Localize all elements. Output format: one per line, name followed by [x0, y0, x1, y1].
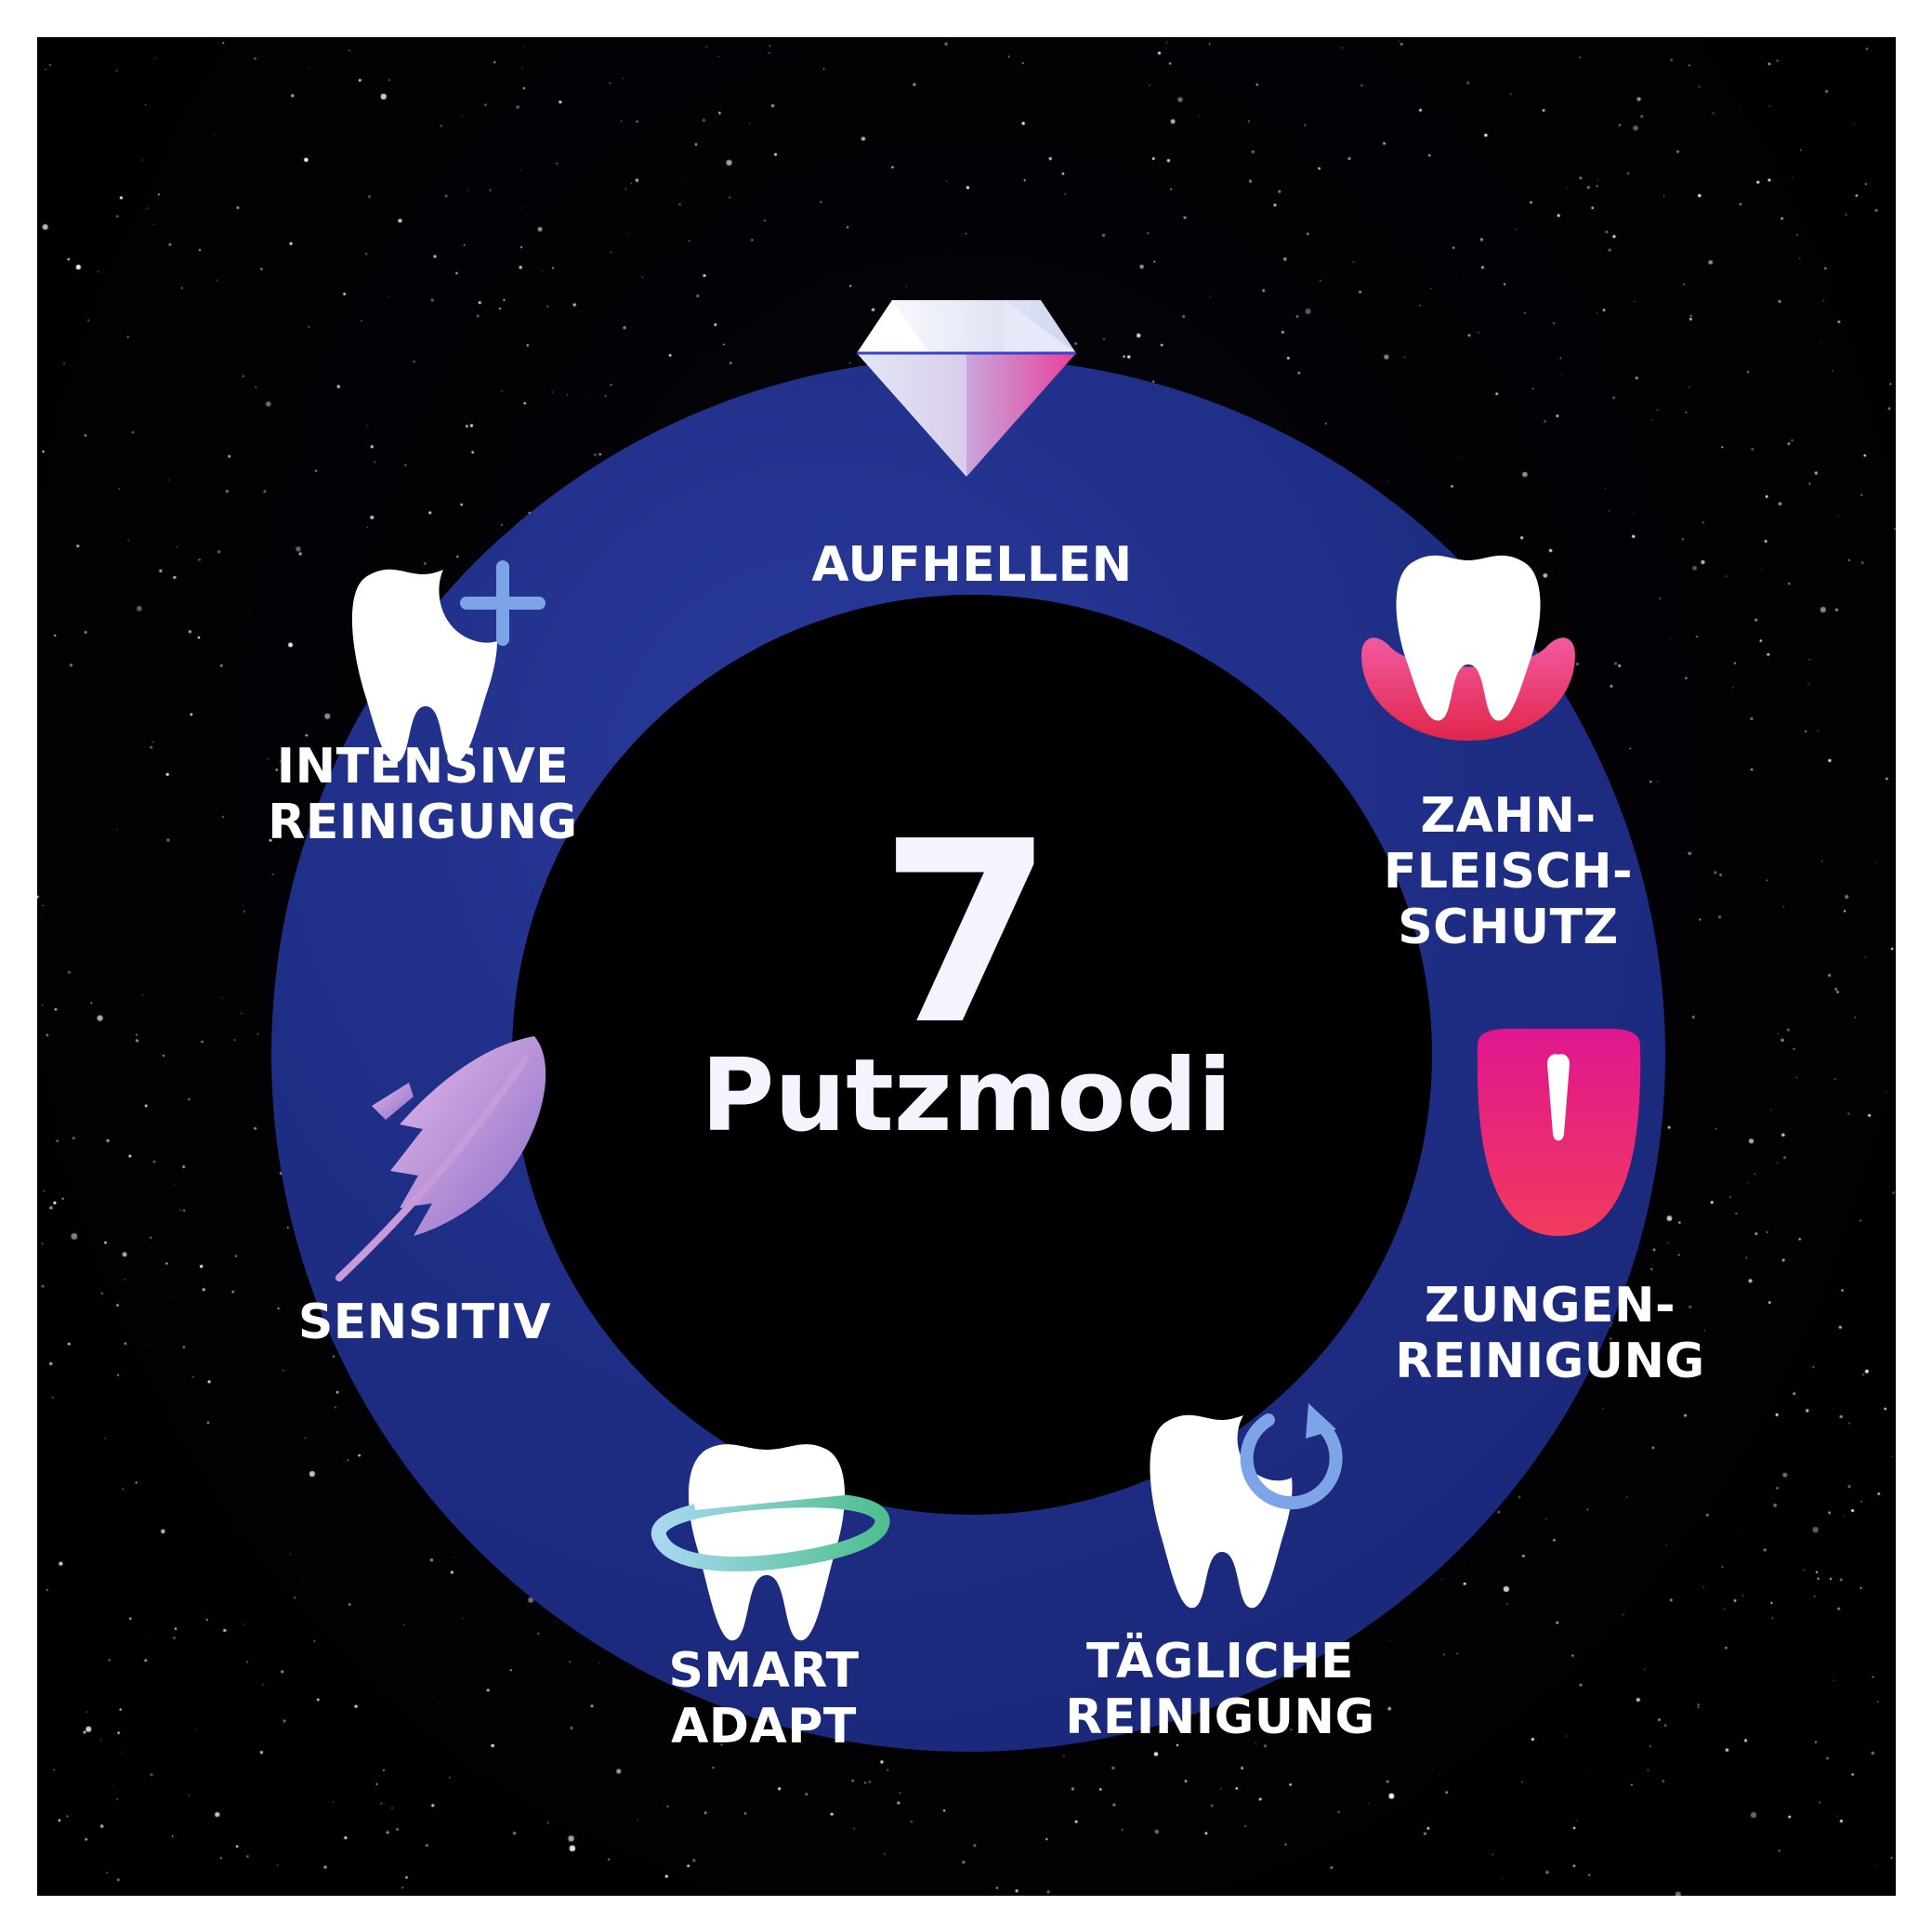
mode-label-line: SCHUTZ	[1398, 900, 1619, 955]
modes-count: 7	[879, 787, 1054, 1080]
tooth-gum-icon	[1361, 555, 1575, 741]
mode-label-line: REINIGUNG	[1395, 1334, 1705, 1389]
mode-label-line: TÄGLICHE	[1085, 1634, 1355, 1689]
mode-label-line: FLEISCH-	[1383, 844, 1634, 900]
mode-label-zahnfleischschutz: ZAHN- FLEISCH- SCHUTZ	[1384, 788, 1633, 955]
tongue-icon	[1477, 1029, 1641, 1236]
mode-label-sensitiv: SENSITIV	[298, 1295, 551, 1350]
feather-icon	[335, 1036, 546, 1281]
mode-label-taegliche-reinigung: TÄGLICHE REINIGUNG	[1065, 1634, 1374, 1745]
mode-label-smart-adapt: SMART ADAPT	[668, 1643, 859, 1755]
mode-label-line: ADAPT	[671, 1699, 857, 1755]
mode-label-line: INTENSIVE	[276, 739, 570, 795]
mode-label-intensive-reinigung: INTENSIVE REINIGUNG	[268, 739, 577, 850]
mode-label-zungenreinigung: ZUNGEN- REINIGUNG	[1395, 1278, 1704, 1389]
tooth-refresh-icon	[1150, 1403, 1343, 1609]
mode-label-line: SENSITIV	[297, 1295, 552, 1350]
modes-title: Putzmodi	[701, 1038, 1232, 1154]
mode-label-line: REINIGUNG	[1065, 1689, 1375, 1745]
mode-label-line: ZUNGEN-	[1424, 1278, 1676, 1334]
star-background: 7 Putzmodi AUFHELLEN ZAHN- F	[37, 37, 1896, 1896]
tooth-plus-icon	[351, 560, 545, 763]
mode-label-line: ZAHN-	[1420, 788, 1597, 844]
mode-label-aufhellen: AUFHELLEN	[811, 537, 1132, 593]
mode-label-line: SMART	[668, 1643, 860, 1699]
ring-center	[512, 595, 1432, 1515]
tooth-orbit-icon	[651, 1444, 890, 1641]
mode-label-line: AUFHELLEN	[811, 537, 1133, 593]
diamond-icon	[857, 300, 1076, 477]
mode-label-line: REINIGUNG	[268, 795, 578, 850]
